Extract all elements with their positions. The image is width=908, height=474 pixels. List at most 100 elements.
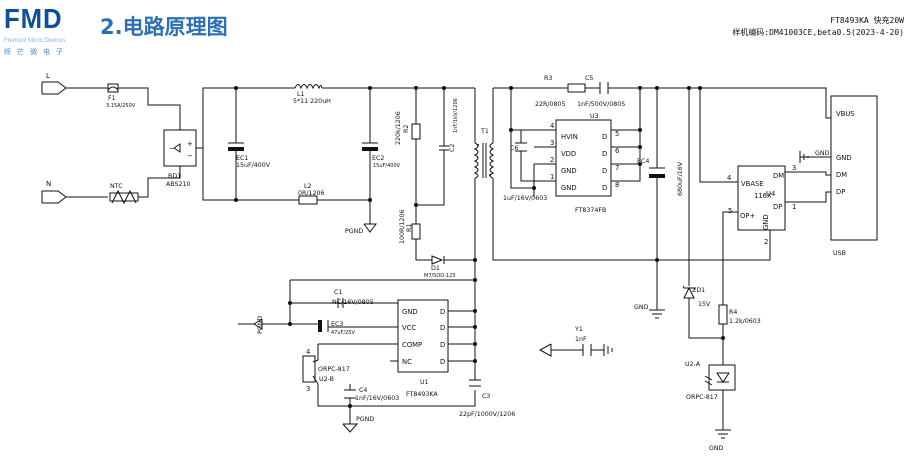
svg-text:FT8493KA: FT8493KA <box>406 391 438 398</box>
resistor-r1: 100R/1206 R1 <box>399 209 421 244</box>
pgnd-symbol-left: PGND <box>238 316 264 334</box>
svg-text:VBASE: VBASE <box>741 180 764 188</box>
svg-text:2: 2 <box>764 238 768 246</box>
svg-text:15uF/400V: 15uF/400V <box>373 163 401 169</box>
svg-text:D: D <box>440 358 445 366</box>
page-title: 2.电路原理图 <box>100 15 228 39</box>
svg-text:GND: GND <box>836 154 852 162</box>
svg-text:ORPC-817: ORPC-817 <box>686 394 718 401</box>
zener-diode-zd1: ZD1 15V <box>682 285 711 308</box>
svg-text:D: D <box>602 133 607 141</box>
ntc-thermistor: NTC <box>109 183 139 205</box>
svg-text:NC: NC <box>402 358 412 366</box>
svg-text:D: D <box>602 150 607 158</box>
logo-subtitle-cn: 辉芒微电子 <box>4 48 69 56</box>
svg-text:T1: T1 <box>480 128 489 135</box>
fuse-f1: F1 3.15A/250V <box>106 83 136 109</box>
resistor-r2: 220k/1206 R2 <box>395 111 421 145</box>
svg-text:1nF/1kV/1206: 1nF/1kV/1206 <box>453 98 459 133</box>
svg-text:N: N <box>46 180 51 188</box>
svg-text:R1: R1 <box>406 224 413 232</box>
inductor-l2: L2 0R/1206 <box>298 183 325 205</box>
svg-text:GND: GND <box>762 214 770 230</box>
pgnd-symbol-bottom: PGND <box>342 416 374 433</box>
svg-text:GND: GND <box>815 150 830 157</box>
capacitor-c6: C6 1uF/16V/0603 <box>503 130 547 202</box>
svg-text:D: D <box>440 341 445 349</box>
svg-text:D: D <box>602 167 607 175</box>
capacitor-c5: C5 1nF/500V/0805 <box>577 75 625 108</box>
svg-text:5*11 220uH: 5*11 220uH <box>293 98 331 105</box>
svg-text:1nF/16V/0603: 1nF/16V/0603 <box>355 395 399 402</box>
svg-text:1nF: 1nF <box>575 336 587 343</box>
svg-text:6: 6 <box>615 147 619 155</box>
svg-text:116X: 116X <box>754 192 772 200</box>
svg-text:DP: DP <box>773 203 782 211</box>
svg-text:EC3: EC3 <box>331 321 343 328</box>
wires <box>66 87 831 430</box>
svg-text:U4: U4 <box>766 190 775 198</box>
input-port-n: N <box>41 180 67 204</box>
svg-text:C4: C4 <box>359 387 367 394</box>
svg-text:220k/1206: 220k/1206 <box>395 111 402 145</box>
capacitor-ec2: EC2 15uF/400V <box>362 142 401 169</box>
svg-text:EC2: EC2 <box>372 155 384 162</box>
svg-text:C2: C2 <box>449 144 456 152</box>
capacitor-ec1: EC1 15uF/400V <box>228 142 271 169</box>
svg-text:GND: GND <box>402 308 418 316</box>
svg-text:U1: U1 <box>420 379 429 386</box>
pgnd-symbol-top: PGND <box>345 223 377 235</box>
svg-text:Y1: Y1 <box>574 326 583 333</box>
input-port-l: L <box>41 72 67 95</box>
svg-text:4: 4 <box>306 348 310 356</box>
svg-text:1: 1 <box>792 203 796 211</box>
svg-text:VCC: VCC <box>402 324 416 332</box>
svg-text:1.2k/0603: 1.2k/0603 <box>729 318 761 325</box>
svg-text:DM: DM <box>773 172 784 180</box>
capacitor-c1: C1 NC/16V/0805 <box>332 289 374 308</box>
svg-text:1nF/500V/0805: 1nF/500V/0805 <box>577 101 625 108</box>
svg-text:L1: L1 <box>297 91 305 98</box>
svg-text:5: 5 <box>615 130 619 138</box>
optocoupler-u2b: ORPC-817 U2-B 4 3 <box>302 348 350 393</box>
svg-text:NTC: NTC <box>110 183 123 190</box>
svg-text:GND: GND <box>709 445 724 452</box>
ic-u4: VBASE DM 116X U4 DP OP+ GND 4 3 1 5 2 <box>727 164 796 246</box>
svg-text:F1: F1 <box>108 95 116 102</box>
svg-text:C3: C3 <box>482 393 490 400</box>
logo-text: FMD <box>4 3 63 34</box>
svg-text:C6: C6 <box>510 145 518 152</box>
svg-text:C5: C5 <box>585 75 593 82</box>
resistor-r4: R4 1.2k/0603 <box>718 304 761 325</box>
resistor-r3: R3 22R/0805 <box>535 75 586 108</box>
svg-text:R4: R4 <box>729 309 737 316</box>
svg-text:−: − <box>187 152 193 160</box>
gnd-symbol-small: GND <box>799 150 830 163</box>
svg-text:C1: C1 <box>334 289 342 296</box>
svg-text:M7/SOD-123: M7/SOD-123 <box>424 273 456 279</box>
svg-text:FT8374FB: FT8374FB <box>575 207 606 214</box>
svg-text:1: 1 <box>550 173 554 181</box>
svg-text:0R/1206: 0R/1206 <box>298 190 325 197</box>
capacitor-ec3: EC3 47uF/25V <box>318 320 355 336</box>
svg-text:NC/16V/0805: NC/16V/0805 <box>332 299 374 306</box>
svg-text:PGND: PGND <box>356 416 374 423</box>
svg-text:U3: U3 <box>590 113 599 120</box>
svg-text:ORPC-817: ORPC-817 <box>318 366 350 373</box>
svg-text:U2-B: U2-B <box>319 376 334 383</box>
ic-u1: GND VCC COMP NC D D D D U1 FT8493KA <box>397 299 449 398</box>
capacitor-c4: C4 1nF/16V/0603 <box>344 387 399 402</box>
svg-text:DM: DM <box>836 171 847 179</box>
bridge-rectifier-bd1: ~ + − BD1 ABS210 <box>163 129 197 188</box>
gnd-symbol-bottom: GND <box>709 429 731 452</box>
junction-dots <box>234 86 725 408</box>
svg-text:22R/0805: 22R/0805 <box>535 101 566 108</box>
svg-text:3: 3 <box>306 385 310 393</box>
capacitor-c2: 1nF/1kV/1206 C2 <box>439 98 459 156</box>
svg-text:BD1: BD1 <box>168 173 181 180</box>
sample-code: 样机编码:DM41003CE,beta0.5(2023-4-20) <box>732 28 904 37</box>
svg-text:D: D <box>602 184 607 192</box>
svg-text:GND: GND <box>561 184 577 192</box>
capacitor-y1: Y1 1nF <box>538 326 613 357</box>
